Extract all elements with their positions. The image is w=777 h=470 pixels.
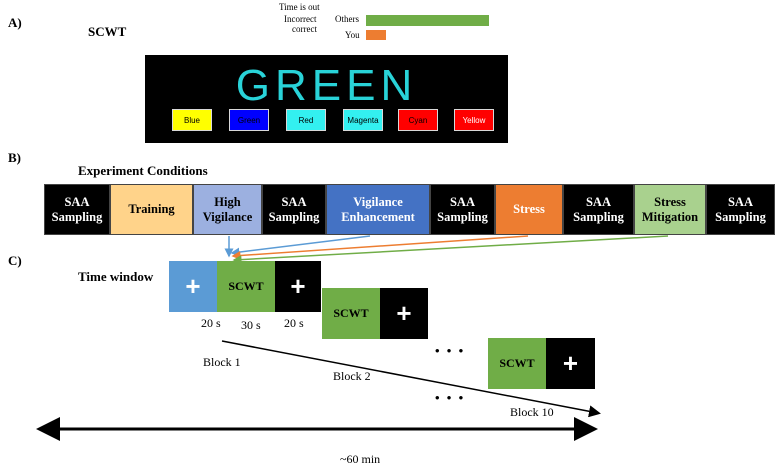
- color-option-green[interactable]: Green: [229, 109, 269, 131]
- condition-saa-sampling: SAA Sampling: [262, 184, 326, 235]
- ellipsis-lower: • • •: [435, 390, 466, 405]
- panel-b-label: B): [8, 150, 21, 165]
- stimulus-word: GREEN: [235, 61, 418, 110]
- duration-fixation-pre: 20 s: [201, 316, 221, 330]
- total-duration-label: ~60 min: [340, 452, 381, 466]
- block-1-label: Block 1: [203, 355, 241, 369]
- fixation-cross-black-10: +: [546, 338, 595, 389]
- you-bar-track: [366, 30, 511, 40]
- others-bar-track: [366, 15, 511, 26]
- condition-stress-mitigation: Stress Mitigation: [634, 184, 706, 235]
- condition-vigilance-enhancement: Vigilance Enhancement: [326, 184, 430, 235]
- others-label: Others: [335, 14, 359, 24]
- color-option-blue[interactable]: Blue: [172, 109, 212, 131]
- condition-training: Training: [110, 184, 193, 235]
- duration-scwt: 30 s: [241, 318, 261, 332]
- scwt-task-block-10: SCWT: [488, 338, 546, 389]
- condition-stress: Stress: [495, 184, 563, 235]
- color-option-cyan[interactable]: Cyan: [398, 109, 438, 131]
- panel-b-title: Experiment Conditions: [78, 163, 208, 178]
- incorrect-text: Incorrect: [284, 14, 317, 24]
- condition-saa-sampling: SAA Sampling: [563, 184, 634, 235]
- panel-c-title: Time window: [78, 269, 154, 284]
- color-option-red[interactable]: Red: [286, 109, 326, 131]
- correct-text: correct: [292, 24, 317, 34]
- condition-saa-sampling: SAA Sampling: [706, 184, 775, 235]
- scwt-task-block-1: SCWT: [217, 261, 275, 312]
- block-10-label: Block 10: [510, 405, 554, 419]
- panel-a-label: A): [8, 15, 22, 30]
- block-progression-arrow: [221, 340, 601, 418]
- color-option-magenta[interactable]: Magenta: [343, 109, 383, 131]
- duration-fixation-post: 20 s: [284, 316, 304, 330]
- condition-saa-sampling: SAA Sampling: [44, 184, 110, 235]
- arrow-stress-mitigation: [232, 235, 669, 265]
- fixation-cross-black-2: +: [380, 288, 428, 339]
- panel-c-label: C): [8, 253, 22, 268]
- arrow-vigilance-enhancement: [230, 235, 371, 257]
- block-2-label: Block 2: [333, 369, 371, 383]
- color-option-yellow[interactable]: Yellow: [454, 109, 494, 131]
- panel-a-title: SCWT: [88, 24, 127, 39]
- others-progress-bar: [366, 15, 490, 26]
- condition-saa-sampling: SAA Sampling: [430, 184, 495, 235]
- fixation-cross-blue: +: [169, 261, 217, 312]
- time-out-text: Time is out: [279, 2, 320, 12]
- you-progress-bar: [366, 30, 387, 40]
- you-label: You: [345, 30, 360, 40]
- arrow-stress: [231, 235, 529, 260]
- stroop-screen: GREEN Blue Green Red Magenta Cyan Yellow: [145, 55, 508, 143]
- ellipsis-upper: • • •: [435, 343, 466, 358]
- scwt-task-block-2: SCWT: [322, 288, 380, 339]
- condition-high-vigilance: High Vigilance: [193, 184, 262, 235]
- fixation-cross-black-1: +: [275, 261, 321, 312]
